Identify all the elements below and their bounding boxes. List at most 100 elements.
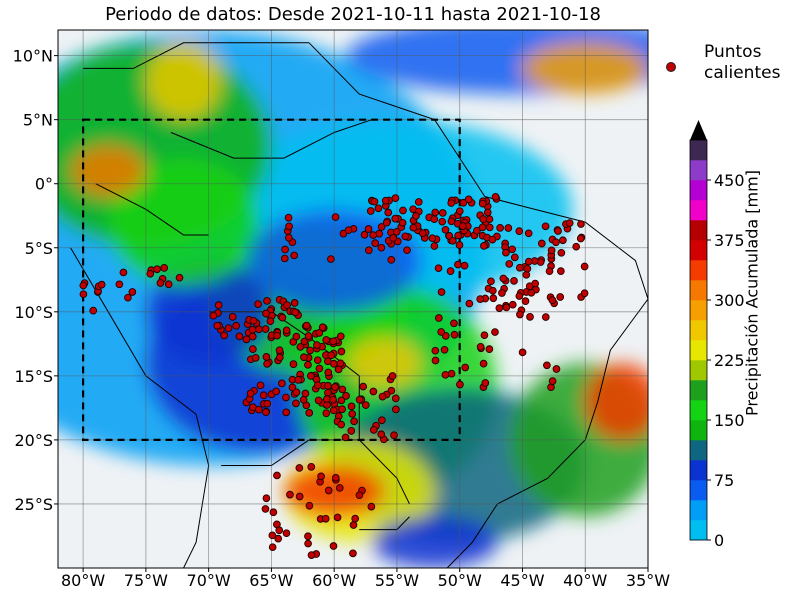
hotspot-point: [366, 207, 375, 215]
hotspot-point: [284, 213, 293, 222]
hotspot-point: [324, 368, 333, 377]
precip-area: [585, 363, 648, 440]
hotspot-point: [515, 227, 524, 236]
colorbar-segment: [690, 460, 707, 481]
hotspot-point: [329, 337, 338, 346]
hotspot-point: [441, 225, 450, 234]
colorbar-segment: [690, 340, 707, 361]
colorbar-segment: [690, 260, 707, 281]
hotspot-point: [389, 234, 398, 242]
hotspot-point: [450, 330, 459, 339]
hotspot-point: [523, 264, 532, 273]
hotspot-point: [315, 364, 324, 373]
hotspot-point: [478, 223, 487, 232]
hotspot-point: [409, 223, 418, 232]
border-line: [170, 119, 372, 159]
hotspot-point: [307, 372, 315, 380]
border-line: [83, 42, 310, 69]
hotspot-point: [232, 321, 241, 330]
hotspot-point: [280, 254, 289, 263]
hotspot-point: [441, 370, 450, 379]
hotspot-point: [295, 464, 304, 472]
hotspot-point: [537, 239, 546, 248]
colorbar-extend-arrow: [690, 120, 707, 140]
hotspot-point: [263, 297, 271, 305]
hotspot-point: [431, 346, 440, 355]
hotspot-point: [262, 494, 271, 503]
lon-tick-label: 50°W: [438, 571, 482, 590]
hotspot-point: [294, 376, 303, 384]
hotspot-point: [515, 263, 524, 272]
hotspot-point: [499, 274, 508, 283]
hotspot-point: [483, 208, 492, 217]
hotspot-point: [496, 224, 504, 232]
hotspot-point: [249, 316, 258, 325]
hotspot-point: [262, 353, 271, 361]
hotspot-point: [291, 308, 300, 317]
hotspot-point: [164, 280, 173, 289]
hotspot-point: [339, 229, 348, 238]
hotspot-point: [382, 218, 391, 227]
hotspot-point: [281, 245, 289, 254]
hotspot-point: [377, 223, 386, 231]
hotspot-point: [300, 353, 308, 362]
hotspot-point: [313, 381, 322, 390]
lat-tick-label: 0°: [35, 175, 53, 194]
hotspot-point: [399, 206, 407, 215]
hotspot-point: [327, 351, 336, 360]
hotspot-point: [547, 246, 556, 255]
hotspot-point: [282, 408, 291, 417]
hotspot-point: [455, 241, 464, 249]
hotspot-point: [246, 389, 255, 398]
hotspot-point: [324, 486, 333, 495]
hotspot-point: [338, 385, 347, 394]
hotspot-point: [491, 328, 499, 336]
hotspot-point: [459, 222, 467, 230]
hotspot-point: [359, 382, 368, 391]
hotspot-point: [348, 410, 357, 418]
hotspot-point: [209, 311, 218, 320]
hotspot-point: [295, 492, 304, 501]
hotspot-point: [342, 392, 350, 400]
precip-area: [70, 145, 146, 197]
hotspot-point: [248, 332, 257, 341]
hotspot-point: [248, 325, 257, 334]
hotspot-point: [256, 381, 265, 390]
hotspot-point: [388, 372, 397, 380]
hotspot-point: [454, 231, 462, 240]
hotspot-point: [262, 408, 270, 417]
hotspot-point: [516, 310, 524, 319]
hotspot-point: [526, 313, 534, 321]
hotspot-point: [548, 377, 557, 385]
lat-tick-label: 20°S: [14, 431, 53, 450]
hotspot-point: [552, 238, 560, 247]
colorbar-tick-label: 225: [714, 351, 745, 370]
hotspot-point: [369, 426, 378, 434]
hotspot-point: [338, 405, 347, 414]
hotspot-point: [437, 328, 446, 336]
hotspot-point: [491, 192, 500, 201]
hotspot-point: [504, 224, 513, 232]
hotspot-point: [431, 208, 440, 217]
hotspot-point: [119, 268, 128, 277]
hotspot-point: [214, 301, 223, 309]
hotspot-point: [446, 267, 455, 275]
hotspot-point: [292, 388, 301, 397]
hotspot-point: [285, 233, 293, 242]
hotspot-point: [292, 399, 300, 408]
hotspot-point: [318, 323, 327, 332]
hotspot-point: [489, 294, 498, 303]
hotspot-point: [531, 279, 540, 288]
hotspot-point: [391, 214, 400, 223]
hotspot-point: [289, 360, 298, 368]
hotspot-point: [448, 236, 457, 245]
lon-tick-label: 45°W: [500, 571, 544, 590]
colorbar-tick-label: 150: [714, 411, 745, 430]
hotspot-point: [476, 342, 485, 351]
hotspot-point: [261, 325, 270, 333]
hotspot-point: [502, 248, 510, 257]
hotspot-point: [572, 242, 581, 251]
colorbar-segment: [690, 380, 707, 401]
hotspot-point: [521, 297, 530, 305]
